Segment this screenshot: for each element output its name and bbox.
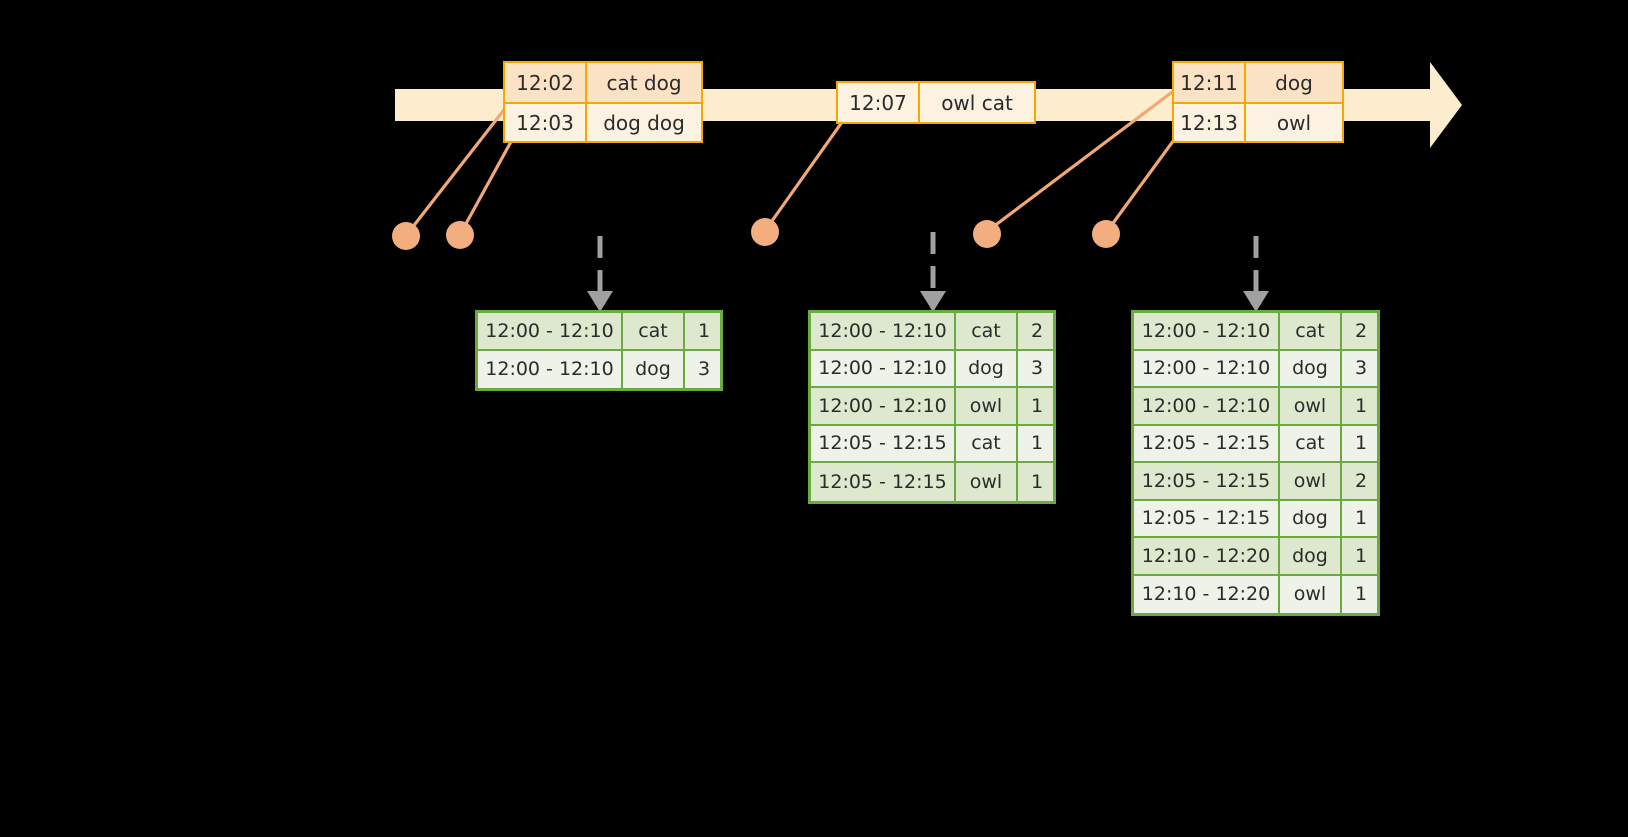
event-row[interactable]: 12:07 owl cat [838,83,1034,122]
event-group-1[interactable]: 12:02 cat dog 12:03 dog dog [503,61,703,143]
table-cell-key: owl [1280,388,1342,426]
event-dot-3 [751,218,779,246]
table-cell-window: 12:00 - 12:10 [811,313,956,351]
event-time: 12:11 [1174,63,1246,102]
event-dot-2 [446,221,474,249]
connector-line-1 [406,86,523,235]
table-cell-key: dog [956,350,1018,388]
dashed-arrow-1 [587,236,613,312]
event-value: owl [1276,110,1312,135]
event-row[interactable]: 12:13 owl [1174,102,1342,141]
table-cell-key: dog [1280,538,1342,576]
event-row[interactable]: 12:03 dog dog [505,102,701,141]
table-cell-count: 1 [1342,501,1380,538]
event-group-3[interactable]: 12:11 dog 12:13 owl [1172,61,1344,143]
table-cell-key: dog [1280,500,1342,538]
event-group-2[interactable]: 12:07 owl cat [836,81,1036,124]
dashed-arrows [587,232,1269,312]
table-cell-count: 1 [1018,388,1056,426]
event-value: owl cat [941,90,1013,115]
table-cell-window: 12:05 - 12:15 [811,463,956,501]
table-cell-key: owl [1280,575,1342,613]
event-dot-5 [1092,220,1120,248]
event-time: 12:02 [505,63,587,102]
event-time: 12:13 [1174,104,1246,141]
event-time: 12:03 [505,104,587,141]
event-row[interactable]: 12:11 dog [1174,63,1342,102]
event-time: 12:07 [838,83,920,122]
table-cell-key: owl [956,388,1018,426]
table-cell-count: 1 [1342,426,1380,463]
event-row[interactable]: 12:02 cat dog [505,63,701,102]
dashed-arrow-3 [1243,236,1269,312]
table-cell-key: cat [1280,425,1342,463]
table-cell-count: 2 [1342,463,1380,501]
table-cell-count: 1 [1342,538,1380,576]
table-cell-count: 1 [1030,470,1044,493]
table-cell-count: 1 [685,313,723,351]
table-cell-count: 1 [1018,426,1056,463]
table-cell-key: owl [956,463,1018,501]
table-cell-key: cat [956,425,1018,463]
table-cell-count: 2 [1342,313,1380,351]
table-cell-count: 3 [1018,351,1056,388]
table-cell-window: 12:10 - 12:20 [1134,575,1280,613]
table-cell-window: 12:05 - 12:15 [1134,500,1280,538]
table-cell-key: owl [1280,463,1342,501]
table-cell-window: 12:05 - 12:15 [1134,425,1280,463]
event-value: dog [1275,70,1313,95]
table-cell-window: 12:05 - 12:15 [811,425,956,463]
table-cell-count: 1 [1354,583,1368,606]
table-cell-key: cat [623,313,685,351]
table-cell-count: 1 [1342,388,1380,426]
table-cell-window: 12:00 - 12:10 [1134,313,1280,351]
dashed-arrow-2 [920,232,946,312]
table-cell-key: cat [956,313,1018,351]
table-cell-window: 12:10 - 12:20 [1134,538,1280,576]
connector-dots [392,218,1120,250]
table-cell-count: 3 [697,358,711,381]
table-cell-count: 2 [1018,313,1056,351]
table-cell-window: 12:00 - 12:10 [1134,350,1280,388]
event-value: cat dog [606,70,682,95]
event-value: dog dog [603,110,685,135]
table-cell-window: 12:00 - 12:10 [811,388,956,426]
event-dot-4 [973,220,1001,248]
table-cell-key: cat [1280,313,1342,351]
table-cell-window: 12:00 - 12:10 [1134,388,1280,426]
table-cell-key: dog [623,350,685,388]
table-cell-key: dog [1280,350,1342,388]
connector-line-3 [765,106,854,230]
connector-line-4 [987,72,1198,232]
table-cell-window: 12:00 - 12:10 [478,350,623,388]
table-cell-window: 12:05 - 12:15 [1134,463,1280,501]
event-dot-1 [392,222,420,250]
table-cell-window: 12:00 - 12:10 [478,313,623,351]
table-cell-window: 12:00 - 12:10 [811,350,956,388]
table-cell-count: 3 [1342,351,1380,388]
